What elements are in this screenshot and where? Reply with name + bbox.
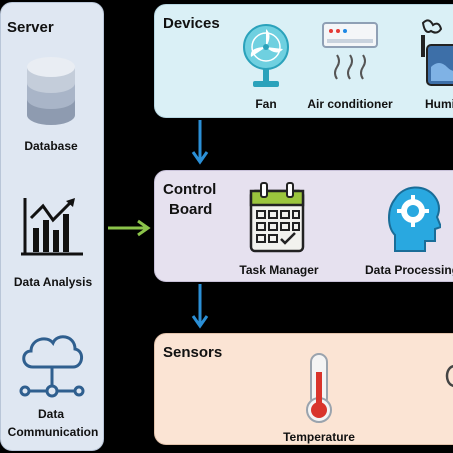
brain-gear-icon (388, 186, 441, 252)
control-to-sensors-arrow (191, 284, 209, 329)
data-analysis-label: Data Analysis (13, 275, 93, 289)
data-communication-label-line1: Data (37, 407, 64, 421)
control-board-title-line2: Board (169, 201, 213, 218)
air-conditioner-label: Air conditioner (307, 97, 393, 111)
fan-icon (243, 24, 289, 87)
devices-panel: Devices Fan Air conditioner Humi (154, 4, 453, 118)
devices-to-control-arrow (191, 120, 209, 165)
data-communication-label-line2: Communication (7, 425, 99, 439)
air-conditioner-icon (322, 22, 378, 80)
database-icon (27, 57, 75, 125)
humidifier-icon (421, 19, 453, 86)
data-analysis-icon (21, 198, 83, 256)
thermometer-icon (306, 353, 332, 423)
sensor-icon-partial (445, 364, 453, 388)
cloud-network-icon (19, 335, 85, 398)
control-board-panel: Control Board Task Manager Data Processi… (154, 170, 453, 282)
calendar-icon (249, 182, 305, 253)
data-processing-label: Data Processing (365, 263, 453, 277)
sensors-title: Sensors (163, 344, 223, 361)
fan-label: Fan (255, 97, 277, 111)
control-board-title-line1: Control (163, 181, 217, 198)
database-label: Database (24, 139, 78, 153)
sensors-panel: Sensors Temperature (154, 333, 453, 445)
devices-title: Devices (163, 15, 220, 32)
temperature-label: Temperature (283, 430, 355, 444)
server-to-control-arrow (108, 219, 151, 237)
server-panel: Server Database Data Analysis Data Commu… (0, 2, 104, 451)
humidifier-label: Humi (425, 97, 453, 111)
server-title: Server (7, 19, 54, 36)
task-manager-label: Task Manager (239, 263, 319, 277)
